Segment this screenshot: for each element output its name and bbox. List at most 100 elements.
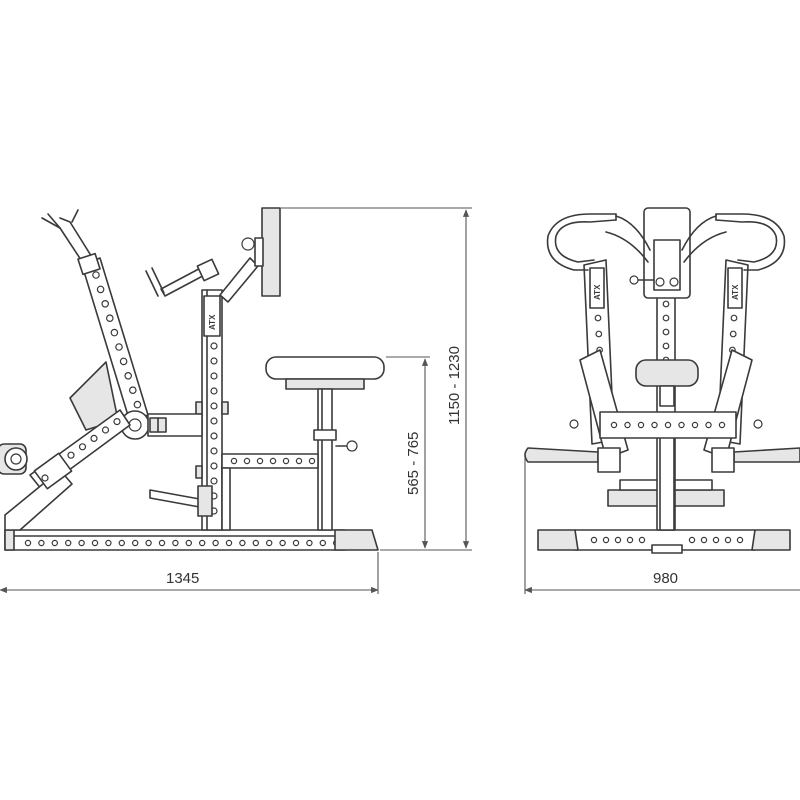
hole xyxy=(256,457,264,465)
front-foot xyxy=(334,529,379,551)
lever-arm-holes xyxy=(92,271,142,409)
hole xyxy=(700,536,708,544)
hole xyxy=(266,539,273,547)
hole xyxy=(119,357,128,366)
hole xyxy=(594,314,602,322)
hole xyxy=(51,539,59,547)
seat-height-label: 565 - 765 xyxy=(405,432,422,495)
hole xyxy=(101,299,110,308)
hole xyxy=(602,536,610,544)
hole xyxy=(90,434,98,442)
chest-pad-arm xyxy=(219,257,259,303)
hole xyxy=(729,330,737,338)
hole xyxy=(78,443,87,451)
seat-post xyxy=(317,388,333,531)
low-handle-right xyxy=(733,447,800,463)
hole xyxy=(626,536,634,544)
chest-pad xyxy=(261,207,281,297)
hole xyxy=(210,342,218,350)
hole xyxy=(239,539,246,547)
hole xyxy=(210,462,218,470)
front-base-holes xyxy=(590,536,744,544)
hole xyxy=(662,314,670,322)
hole xyxy=(243,457,251,465)
hole xyxy=(595,330,603,338)
hole xyxy=(638,536,646,544)
hole xyxy=(91,539,99,547)
hole xyxy=(210,402,218,410)
hole xyxy=(67,451,75,459)
low-handle-left xyxy=(524,447,599,463)
hole xyxy=(736,536,744,544)
front-logo-left: ATX xyxy=(593,284,602,300)
hole xyxy=(590,536,598,544)
hole xyxy=(282,457,290,465)
hole xyxy=(210,477,218,485)
rear-foot xyxy=(4,529,15,551)
hole xyxy=(115,343,123,351)
hole xyxy=(730,314,738,322)
hole xyxy=(319,539,326,547)
hole xyxy=(113,418,121,426)
front-dimensions: 980 xyxy=(524,458,800,594)
front-diagonal-left xyxy=(579,349,629,459)
hole xyxy=(210,447,218,455)
hole xyxy=(198,539,206,547)
hole xyxy=(64,539,72,547)
frame-holes xyxy=(230,457,316,465)
hole xyxy=(96,285,105,294)
hole xyxy=(269,457,277,465)
front-view: ATX ATX xyxy=(524,207,800,554)
hole xyxy=(252,539,259,547)
handlebar-right xyxy=(715,219,778,263)
seat-pad xyxy=(265,356,385,380)
hole xyxy=(712,536,720,544)
hole xyxy=(145,539,152,547)
hole xyxy=(118,539,126,547)
length-label: 1345 xyxy=(166,570,199,587)
hole xyxy=(110,328,119,337)
hole xyxy=(124,371,133,380)
hole xyxy=(210,387,218,395)
hole xyxy=(131,539,139,547)
hole xyxy=(92,271,100,279)
width-label: 980 xyxy=(653,570,678,587)
lever-grip xyxy=(59,217,96,263)
hole xyxy=(24,539,32,547)
hole xyxy=(158,539,166,547)
hole xyxy=(106,314,114,323)
hole xyxy=(210,432,218,440)
handlebar-left xyxy=(554,219,617,263)
hole xyxy=(129,386,137,395)
hole xyxy=(133,400,142,409)
foot-lever xyxy=(149,489,206,509)
hole xyxy=(210,372,218,380)
front-foot-right xyxy=(751,529,791,551)
front-seat xyxy=(635,359,699,387)
hole xyxy=(101,426,110,434)
hole xyxy=(610,421,618,429)
hole xyxy=(718,421,726,429)
hole xyxy=(637,421,645,429)
hole xyxy=(306,539,313,547)
side-view: ATX xyxy=(0,207,385,551)
post-logo: ATX xyxy=(208,314,217,330)
hole xyxy=(105,539,112,547)
cross-frame-holes xyxy=(610,421,726,429)
hole xyxy=(691,421,699,429)
hole xyxy=(295,457,303,465)
hole xyxy=(614,536,622,544)
hole xyxy=(651,421,658,429)
hole xyxy=(662,328,670,336)
hole xyxy=(38,539,45,547)
hole xyxy=(172,539,179,547)
hole xyxy=(210,357,218,365)
hole xyxy=(662,342,670,350)
hole xyxy=(705,421,712,429)
front-diagonal-right xyxy=(703,349,753,459)
hole xyxy=(664,421,672,429)
height-label: 1150 - 1230 xyxy=(446,346,463,425)
hole xyxy=(624,421,631,429)
hole xyxy=(230,457,238,465)
